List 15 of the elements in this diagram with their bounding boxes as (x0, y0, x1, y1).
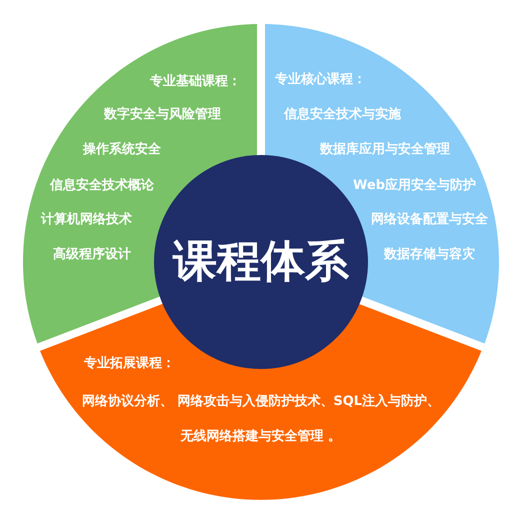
course-name: 网络设备配置与安全 (371, 210, 488, 229)
course-name: Web应用安全与防护 (353, 176, 476, 195)
category-heading: 专业拓展课程： (84, 354, 175, 373)
course-name: 数据库应用与安全管理 (320, 140, 450, 159)
category-heading: 专业核心课程： (275, 70, 366, 89)
course-name: 计算机网络技术 (40, 210, 132, 229)
course-name: 信息安全技术与实施 (284, 106, 401, 124)
course-name: 操作系统安全 (82, 140, 161, 159)
course-name: 数字安全与风险管理 (104, 106, 221, 124)
course-name: 数据存储与容灾 (384, 246, 475, 264)
course-name: 高级程序设计 (52, 246, 131, 264)
course-name: 信息安全技术概论 (50, 176, 154, 195)
course-list: 网络协议分析、 网络攻击与入侵防护技术、SQL注入与防护、无线网络搭建与安全管理 。 (80, 384, 442, 454)
category-heading: 专业基础课程： (150, 72, 241, 91)
center-title: 课程体系 (173, 236, 349, 288)
